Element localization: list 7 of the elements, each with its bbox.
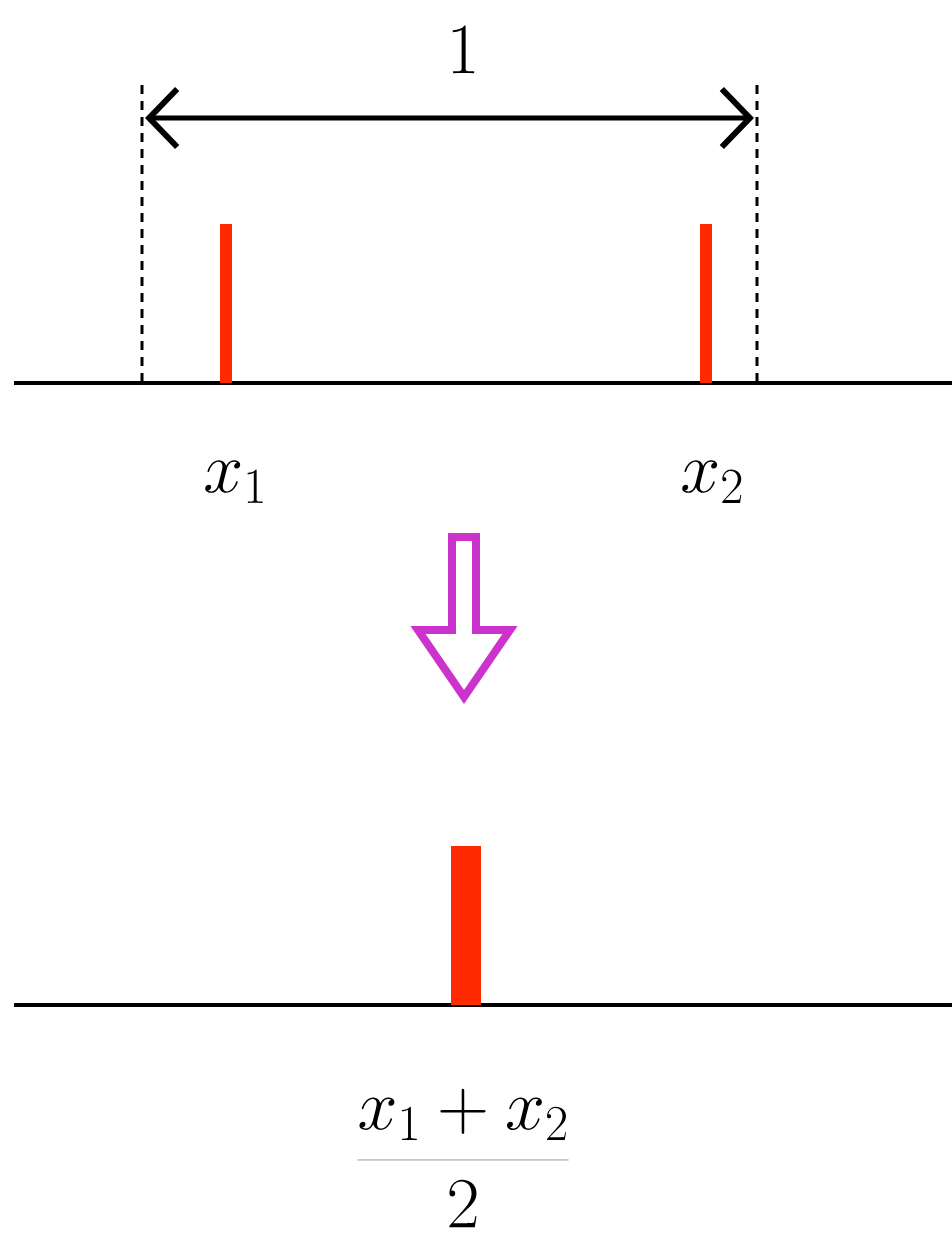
position-label: $x_1$ [205,460,263,503]
dimension-label: $1$ [452,25,475,74]
impulse-bar [220,224,232,383]
midpoint-label: $\frac{x_1 + x_2}{2}$ [357,1088,569,1228]
impulse-bar [700,224,712,383]
impulse-bar [451,846,481,1005]
position-label: $x_2$ [682,460,742,503]
